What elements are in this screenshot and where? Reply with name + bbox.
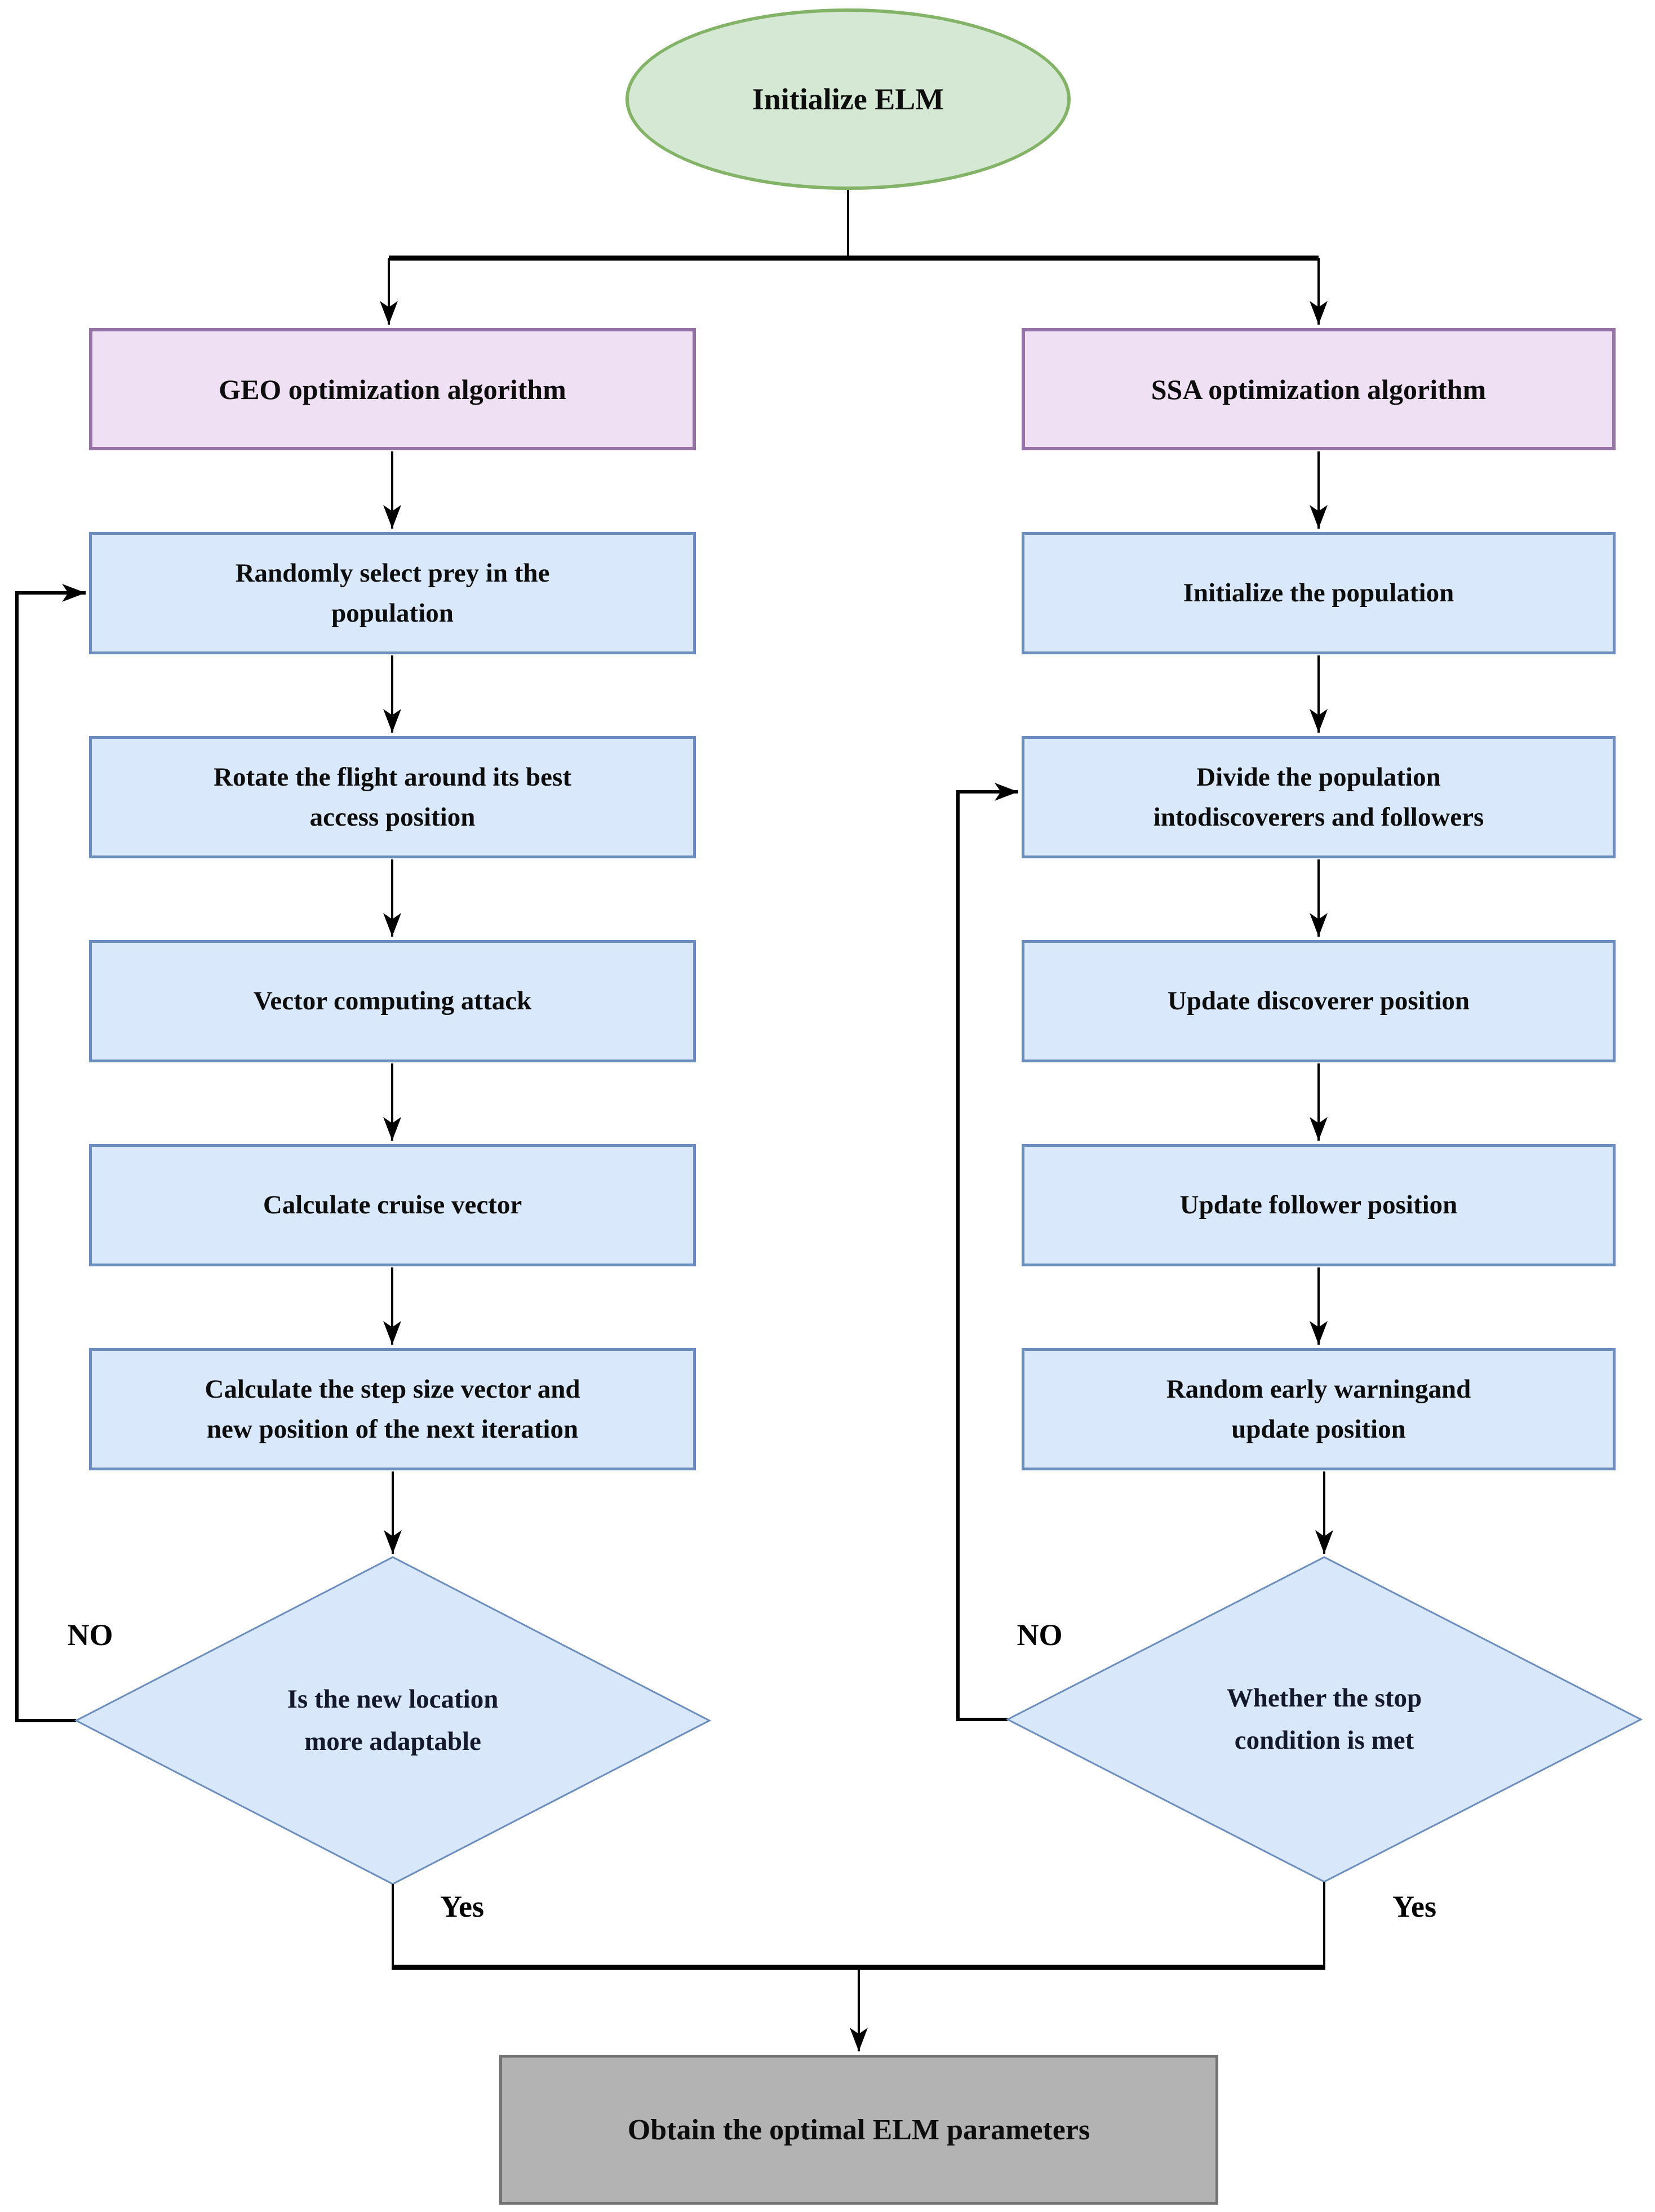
end-node-optimal-parameters: Obtain the optimal ELM parameters	[499, 2055, 1218, 2205]
start-node-initialize-elm: Initialize ELM	[625, 8, 1071, 190]
geo-step-rotate-flight: Rotate the flight around its best access…	[89, 736, 696, 858]
ssa-decision-label: Whether the stop condition is met	[1226, 1683, 1422, 1755]
geo-step-step-size: Calculate the step size vector and new p…	[89, 1348, 696, 1470]
ssa-header: SSA optimization algorithm	[1022, 328, 1616, 450]
ssa-step-update-follower: Update follower position	[1022, 1144, 1616, 1266]
geo-header: GEO optimization algorithm	[89, 328, 696, 450]
geo-decision-label: Is the new location more adaptable	[287, 1684, 499, 1756]
ssa-step-initialize-population: Initialize the population	[1022, 532, 1616, 654]
geo-no-label: NO	[67, 1618, 113, 1652]
geo-step-select-prey: Randomly select prey in the population	[89, 532, 696, 654]
geo-step-cruise-vector: Calculate cruise vector	[89, 1144, 696, 1266]
ssa-step-random-warning: Random early warningand update position	[1022, 1348, 1616, 1470]
ssa-step-update-discoverer: Update discoverer position	[1022, 940, 1616, 1062]
geo-step-vector-attack: Vector computing attack	[89, 940, 696, 1062]
ssa-yes-label: Yes	[1392, 1890, 1436, 1923]
geo-yes-label: Yes	[440, 1890, 484, 1923]
ssa-step-divide-population: Divide the population intodiscoverers an…	[1022, 736, 1616, 858]
ssa-no-label: NO	[1017, 1618, 1063, 1652]
edge-ssa-no-loop	[956, 783, 1018, 1721]
edge-geo-no-loop	[15, 584, 86, 1722]
